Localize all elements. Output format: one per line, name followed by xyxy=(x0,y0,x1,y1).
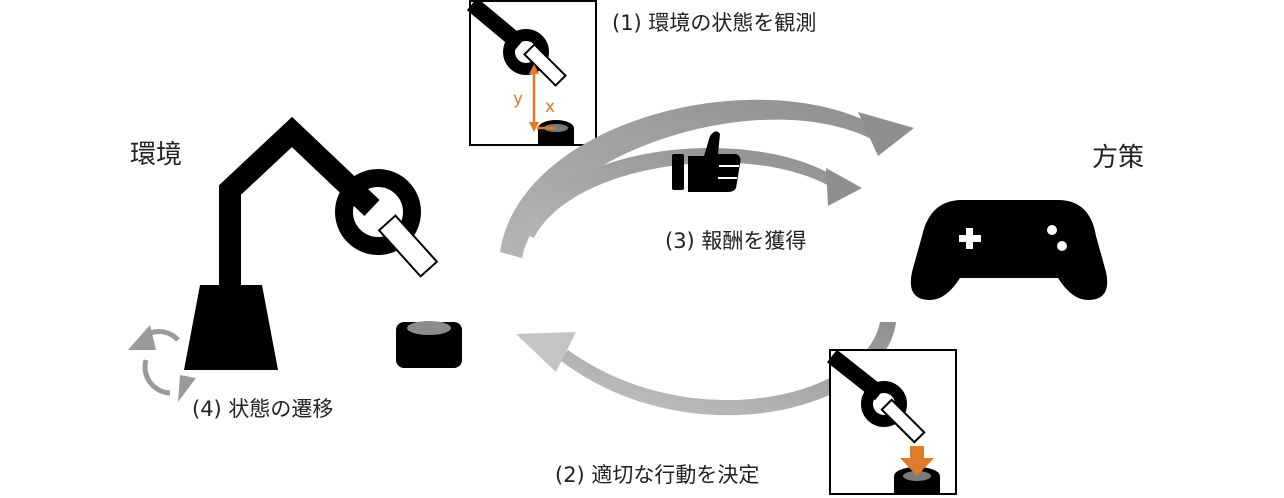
inset-y-label: y xyxy=(513,89,523,109)
observation-inset: y x xyxy=(466,0,597,146)
gamepad-icon xyxy=(910,200,1108,300)
cup-icon xyxy=(396,321,462,368)
step-observe-label: (1) 環境の状態を観測 xyxy=(612,11,816,35)
step-reward-label: (3) 報酬を獲得 xyxy=(665,229,806,253)
step-transition-label: (4) 状態の遷移 xyxy=(192,397,333,421)
policy-label: 方策 xyxy=(1092,143,1144,173)
inset-x-label: x xyxy=(545,97,555,117)
reward-arrow xyxy=(520,148,862,238)
cycle-icon xyxy=(128,325,196,402)
environment-label: 環境 xyxy=(130,140,182,170)
thumbs-up-icon xyxy=(672,131,741,192)
action-inset xyxy=(827,349,957,495)
robot-arm-icon xyxy=(184,116,439,370)
step-act-label: (2) 適切な行動を決定 xyxy=(555,463,759,487)
observe-arrow xyxy=(500,99,914,258)
action-arrow xyxy=(516,322,896,416)
